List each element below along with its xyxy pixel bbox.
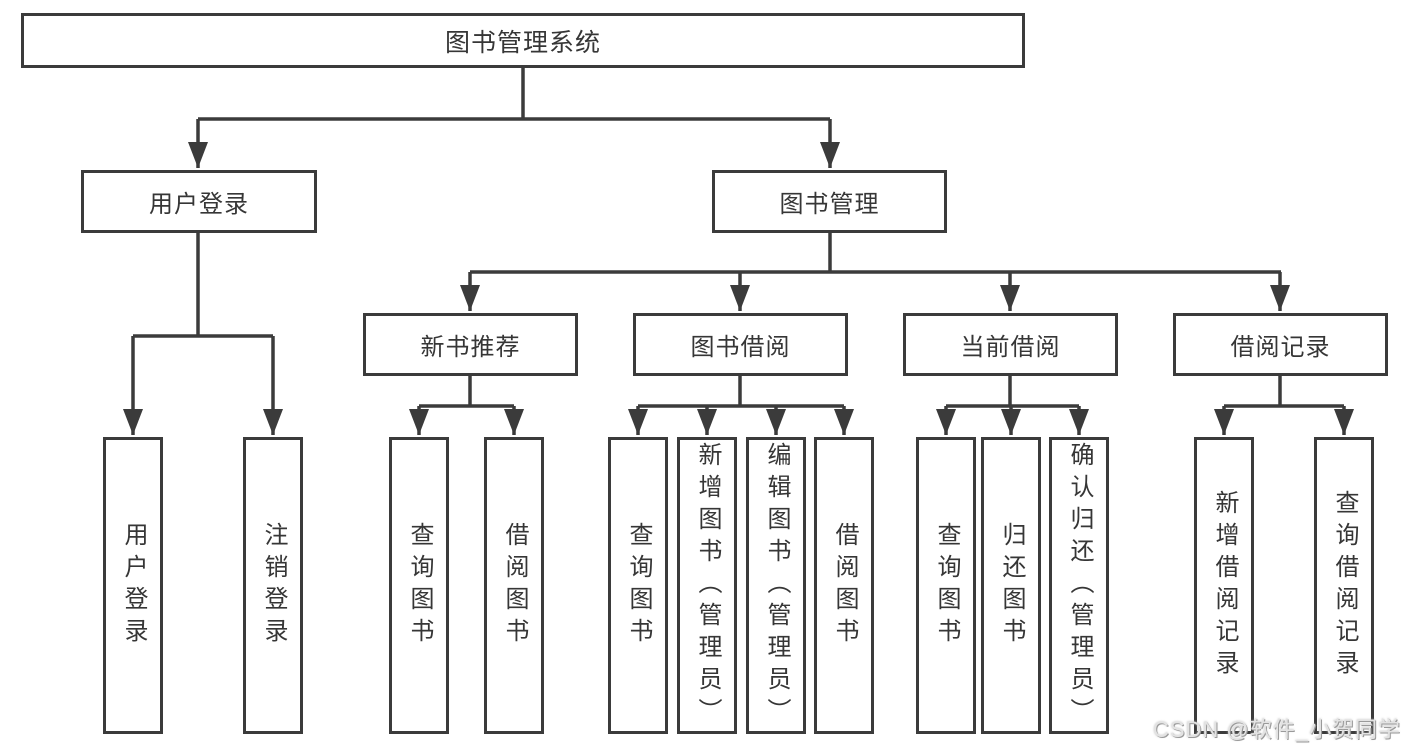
node-leaf-confirm-return-admin: 确认归还（管理员）: [1049, 437, 1109, 734]
node-leaf-edit-books-admin: 编辑图书（管理员）: [746, 437, 806, 734]
leaf-label: 编辑图书（管理员）: [763, 441, 790, 730]
leaf-label: 注销登录: [260, 521, 287, 650]
node-book-management-branch: 图书管理: [712, 170, 947, 233]
leaf-label: 用户登录: [120, 521, 147, 650]
leaf-label: 新增借阅记录: [1211, 489, 1238, 682]
connector-bookmgmt-to-level3: [460, 233, 1290, 311]
leaf-label: 查询图书: [933, 521, 960, 650]
leaf-label: 查询图书: [625, 521, 652, 650]
node-leaf-borrow-books-1: 借阅图书: [484, 437, 544, 734]
node-borrowing-records: 借阅记录: [1173, 313, 1388, 376]
node-leaf-query-borrow-record: 查询借阅记录: [1314, 437, 1374, 734]
node-leaf-query-books-1: 查询图书: [389, 437, 449, 734]
leaf-label: 确认归还（管理员）: [1066, 441, 1093, 730]
node-user-login-branch: 用户登录: [81, 170, 317, 233]
node-library-system: 图书管理系统: [21, 13, 1025, 68]
connector-newbook-to-leaves: [409, 376, 524, 435]
connector-borrow-to-leaves: [628, 376, 854, 435]
node-leaf-query-books-2: 查询图书: [608, 437, 668, 734]
connector-userlogin-to-leaves: [123, 233, 283, 435]
leaf-label: 新增图书（管理员）: [694, 441, 721, 730]
node-leaf-borrow-books-2: 借阅图书: [814, 437, 874, 734]
leaf-label: 归还图书: [998, 521, 1025, 650]
connector-current-to-leaves: [936, 376, 1089, 435]
node-leaf-return-books: 归还图书: [981, 437, 1041, 734]
leaf-label: 借阅图书: [501, 521, 528, 650]
node-leaf-logout: 注销登录: [243, 437, 303, 734]
node-leaf-add-borrow-record: 新增借阅记录: [1194, 437, 1254, 734]
node-new-book-recommend: 新书推荐: [363, 313, 578, 376]
leaf-label: 查询借阅记录: [1331, 489, 1358, 682]
node-leaf-query-books-3: 查询图书: [916, 437, 976, 734]
csdn-watermark: CSDN @软件_小贺同学: [1152, 717, 1401, 742]
connector-records-to-leaves: [1214, 376, 1354, 435]
leaf-label: 借阅图书: [831, 521, 858, 650]
node-current-borrowing: 当前借阅: [903, 313, 1118, 376]
node-leaf-add-books-admin: 新增图书（管理员）: [677, 437, 737, 734]
leaf-label: 查询图书: [406, 521, 433, 650]
node-leaf-user-login: 用户登录: [103, 437, 163, 734]
node-book-borrowing: 图书借阅: [633, 313, 848, 376]
connector-root-to-level2: [188, 68, 840, 168]
